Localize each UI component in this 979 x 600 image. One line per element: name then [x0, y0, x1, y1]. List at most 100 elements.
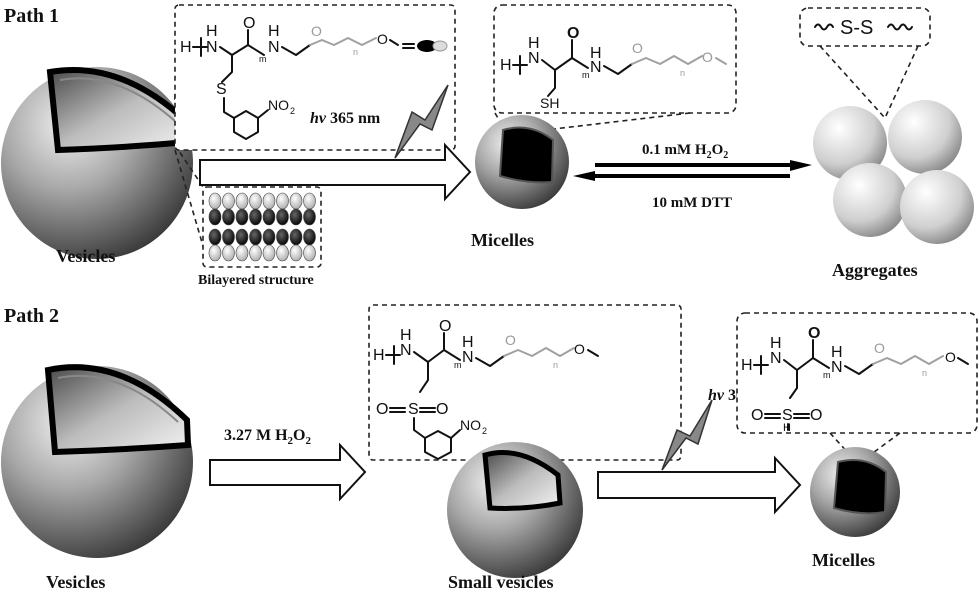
bilayer-bead	[276, 228, 289, 246]
connector-line	[869, 432, 901, 456]
svg-text:H: H	[400, 327, 412, 344]
bilayer-bead	[303, 208, 316, 226]
svg-text:2: 2	[482, 426, 487, 436]
aggregates-label: Aggregates	[832, 260, 918, 280]
svg-text:N: N	[770, 350, 782, 367]
connector-line	[884, 45, 919, 119]
equilibrium-arrows	[573, 160, 812, 181]
svg-text:H: H	[831, 344, 843, 361]
aggregates	[813, 100, 974, 244]
svg-text:SH: SH	[540, 95, 559, 111]
svg-text:O: O	[436, 401, 448, 418]
svg-text:m: m	[582, 70, 590, 80]
hv-label-1: hv 365 nm	[310, 110, 381, 127]
svg-text:O: O	[808, 325, 820, 342]
connector-line	[829, 432, 851, 456]
svg-text:H: H	[590, 45, 602, 62]
svg-text:O: O	[311, 23, 322, 39]
bilayer-bead	[262, 192, 276, 210]
svg-text:H: H	[528, 35, 540, 52]
svg-text:H: H	[373, 347, 385, 364]
bilayer-bead	[262, 244, 276, 262]
svg-text:n: n	[680, 68, 685, 78]
bilayer-label: Bilayered structure	[198, 273, 314, 288]
connector-line	[544, 112, 691, 131]
svg-text:S: S	[216, 81, 227, 98]
svg-text:S: S	[408, 401, 419, 418]
vesicles-label-1: Vesicles	[56, 246, 115, 266]
svg-text:H: H	[462, 334, 474, 351]
svg-text:O: O	[505, 332, 516, 348]
bilayer-bead	[262, 228, 276, 246]
micelles-label-2: Micelles	[812, 550, 875, 570]
path1-title: Path 1	[4, 5, 59, 27]
small-vesicles-label: Small vesicles	[448, 572, 554, 592]
hollow-arrow-2	[209, 442, 367, 502]
micelle-1	[475, 115, 569, 209]
svg-text:O: O	[874, 340, 885, 356]
bilayer-bead	[208, 228, 222, 246]
bilayer-bead	[303, 228, 316, 246]
bilayer-bead	[235, 244, 249, 262]
svg-text:N: N	[206, 39, 218, 56]
svg-text:O: O	[632, 40, 643, 56]
path2-title: Path 2	[4, 305, 59, 327]
structure-box-1: H H N O m N H O n O S NO 2	[174, 4, 456, 151]
svg-text:N: N	[590, 59, 602, 76]
micelles-label-1: Micelles	[471, 230, 534, 250]
bilayer-box	[202, 186, 322, 268]
svg-text:N: N	[268, 39, 280, 56]
bilayer-bead	[208, 208, 222, 226]
svg-text:m: m	[823, 370, 831, 380]
bilayer-bead	[303, 244, 316, 262]
svg-text:N: N	[528, 50, 540, 67]
vesicles-label-2: Vesicles	[46, 572, 105, 592]
hollow-arrow-3	[597, 455, 802, 515]
svg-text:n: n	[353, 47, 358, 57]
bilayer-bead	[289, 192, 303, 210]
svg-text:O: O	[702, 49, 713, 65]
small-vesicle	[447, 442, 583, 578]
svg-text:H: H	[180, 39, 192, 56]
svg-text:H: H	[770, 335, 782, 352]
bilayer-bead	[235, 228, 249, 246]
svg-text:H: H	[783, 422, 791, 434]
lightning-icon	[661, 399, 713, 471]
svg-text:N: N	[400, 342, 412, 359]
svg-text:n: n	[922, 368, 927, 378]
forward-condition: 0.1 mM H2O2	[642, 142, 728, 161]
lightning-icon	[394, 84, 449, 159]
bilayer-bead	[289, 228, 303, 246]
reverse-condition: 10 mM DTT	[652, 195, 732, 211]
svg-text:O: O	[810, 407, 822, 424]
svg-text:N: N	[462, 349, 474, 366]
bilayer-bead	[276, 208, 289, 226]
svg-text:n: n	[553, 360, 558, 370]
bilayer-bead	[289, 244, 303, 262]
bilayer-bead	[222, 228, 235, 246]
bilayer-bead	[235, 208, 249, 226]
svg-text:O: O	[574, 341, 585, 357]
bilayer-bead	[249, 228, 262, 246]
svg-text:O: O	[751, 407, 763, 424]
svg-text:O: O	[377, 31, 388, 47]
structure-box-4: H H N O m N H O n O O S O H	[736, 312, 978, 434]
connector-line	[174, 149, 211, 271]
bilayer-bead	[249, 192, 262, 210]
bilayer-bead	[208, 244, 222, 262]
structure-box-3: H H N O m N H O n O O S O NO 2	[368, 304, 682, 461]
micelle-2	[810, 447, 900, 537]
svg-text:O: O	[376, 401, 388, 418]
bilayer-bead	[249, 208, 262, 226]
connector-line	[819, 45, 886, 119]
bilayer-bead	[208, 192, 222, 210]
structure-box-2: H H N O m N H O n O SH	[493, 4, 737, 114]
reagent-label: 3.27 M H2O2	[224, 427, 312, 447]
svg-text:H: H	[206, 23, 218, 40]
bilayer-bead	[303, 192, 316, 210]
disulfide-box: S-S	[799, 7, 931, 47]
svg-text:2: 2	[290, 106, 295, 116]
svg-text:m: m	[259, 54, 267, 64]
